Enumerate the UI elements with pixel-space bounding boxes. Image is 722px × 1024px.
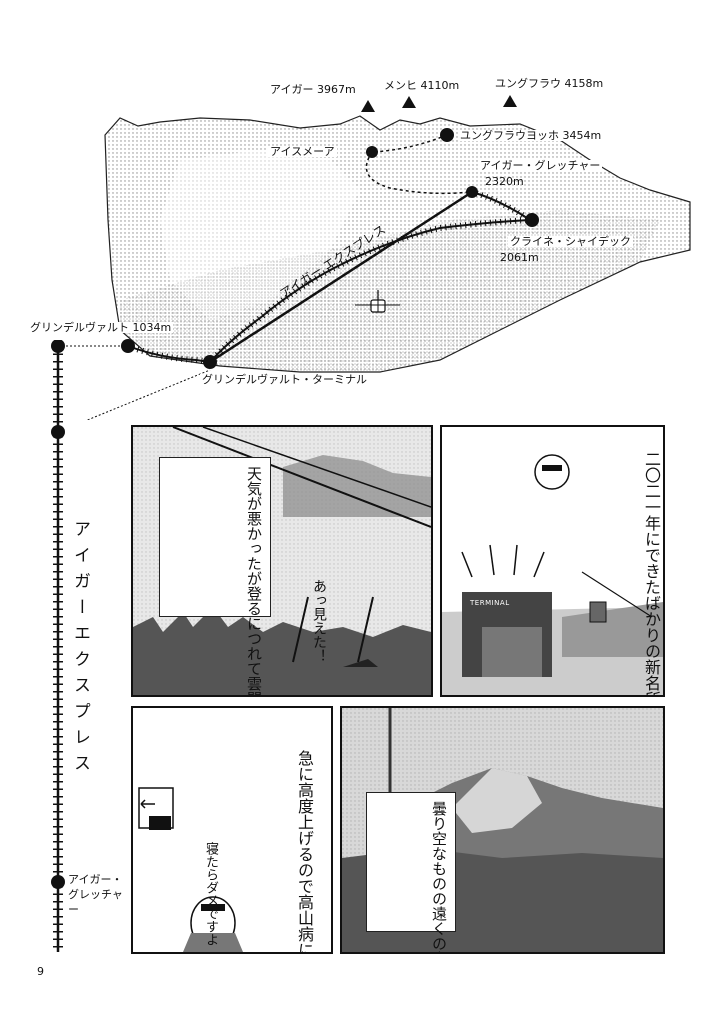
panel-gondola-interior: 急に高度上げるので高山病に気をつけてくださいね！ 寝たらダメですよ <box>131 706 333 954</box>
panel-terminal-building: TERMINAL 二〇二一年にできたばかりの新名所ですよ～ <box>440 425 665 697</box>
jungfraujoch-station-dot <box>440 128 454 142</box>
page-number: 9 <box>37 965 44 978</box>
kleine-scheidegg-station-dot <box>525 213 539 227</box>
eiger-glacier-label: アイガー・グレッチャー <box>478 159 603 172</box>
panel1-exclaim: あっ見えた！ <box>311 579 327 663</box>
side-route-diagram <box>51 340 65 952</box>
grindelwald-terminal-dot <box>203 355 217 369</box>
monch-peak-marker <box>402 96 416 108</box>
side-route-grindelwald-dot <box>51 340 65 353</box>
panel-distant-peaks: 曇り空なものの遠くの山頂が少し見えた <box>340 706 665 954</box>
panel3-aside: 寝たらダメですよ <box>203 842 218 946</box>
kleine-scheidegg-altitude: 2061m <box>500 251 539 264</box>
eiger-peak-marker <box>361 100 375 112</box>
gondola-icon <box>370 290 386 313</box>
side-route-terminal-dot <box>51 425 65 439</box>
kleine-scheidegg-label: クライネ・シャイデック <box>508 235 633 248</box>
terminal-building-illustration <box>442 454 663 695</box>
panel2-speech: 二〇二一年にできたばかりの新名所ですよ～ <box>642 451 661 697</box>
jungfrau-peak-marker <box>503 95 517 107</box>
eiger-peak-label: アイガー 3967m <box>270 83 356 96</box>
tunnel-route-line <box>371 134 448 153</box>
panel-eiger-clouds: 天気が悪かったが登るにつれて雲間からアイガーが姿を現す あっ見えた！ <box>131 425 433 697</box>
eismeer-station-dot <box>366 146 378 158</box>
eismeer-label: アイスメーア <box>268 145 337 158</box>
jungfraujoch-label: ユングフラウヨッホ 3454m <box>458 129 604 142</box>
side-route-end-label: アイガー・グレッチャー <box>68 873 123 916</box>
eiger-glacier-station-dot <box>466 186 478 198</box>
cable-car-line <box>209 190 473 364</box>
grindelwald-label: グリンデルヴァルト 1034m <box>28 321 174 334</box>
side-route-glacier-dot <box>51 875 65 889</box>
panel4-caption: 曇り空なものの遠くの山頂が少し見えた <box>366 792 456 952</box>
grindelwald-terminal-label: グリンデルヴァルト・ターミナル <box>200 373 369 386</box>
side-route-title: アイガーエクスプレス <box>70 520 90 780</box>
terminal-sign: TERMINAL <box>470 599 510 607</box>
eiger-glacier-altitude: 2320m <box>485 175 524 188</box>
gondola-interior-illustration <box>138 787 243 952</box>
railway-track-grindelwald <box>127 345 211 363</box>
jungfrau-peak-label: ユングフラウ 4158m <box>495 77 604 90</box>
tunnel-route-line-2 <box>365 151 471 195</box>
panel3-speech: 急に高度上げるので高山病に気をつけてくださいね！ <box>295 750 314 954</box>
panel1-caption: 天気が悪かったが登るにつれて雲間からアイガーが姿を現す <box>159 457 271 695</box>
monch-peak-label: メンヒ 4110m <box>384 79 460 92</box>
route-map-illustration <box>58 95 691 420</box>
